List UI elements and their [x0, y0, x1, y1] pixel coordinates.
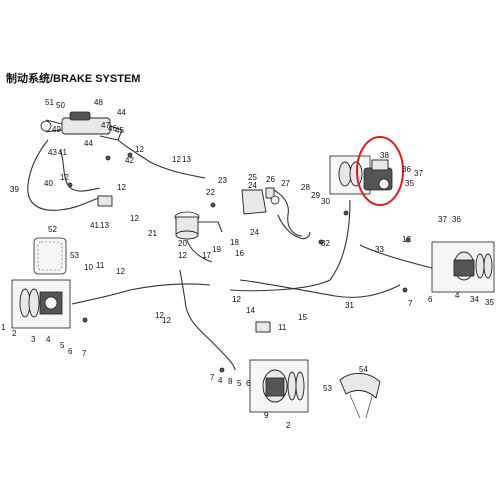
- connector-11: [255, 321, 271, 333]
- label-3: 3: [31, 335, 36, 344]
- label-12i: 12: [232, 295, 241, 304]
- label-20: 20: [178, 239, 187, 248]
- label-37: 37: [414, 169, 423, 178]
- label-15: 15: [298, 313, 307, 322]
- label-12c: 12: [117, 183, 126, 192]
- label-37b: 37: [438, 215, 447, 224]
- label-29: 29: [311, 191, 320, 200]
- label-27: 27: [281, 179, 290, 188]
- label-18: 18: [230, 238, 239, 247]
- fasteners: [67, 152, 411, 373]
- label-4b: 4: [218, 376, 223, 385]
- label-44b: 44: [84, 139, 93, 148]
- label-5: 5: [60, 341, 65, 350]
- label-35a: 35: [405, 179, 414, 188]
- label-43: 43: [48, 148, 57, 157]
- label-22: 22: [206, 188, 215, 197]
- label-41b: 41: [90, 221, 99, 230]
- label-38: 38: [380, 151, 389, 160]
- label-9: 9: [264, 411, 269, 420]
- label-41: 41: [58, 148, 67, 157]
- label-33: 33: [375, 245, 384, 254]
- caliper-left-upper-bracket: [97, 195, 113, 207]
- label-14: 14: [246, 306, 255, 315]
- label-8: 8: [228, 377, 233, 386]
- label-2b: 2: [286, 421, 291, 430]
- label-53b: 53: [323, 384, 332, 393]
- master-cylinder-38: [329, 155, 393, 195]
- label-11a: 11: [96, 261, 105, 270]
- label-7: 7: [82, 349, 87, 358]
- label-44: 44: [117, 108, 126, 117]
- label-23: 23: [218, 176, 227, 185]
- label-49: 49: [52, 125, 61, 134]
- label-36b: 36: [452, 215, 461, 224]
- label-48: 48: [94, 98, 103, 107]
- label-4: 4: [46, 335, 51, 344]
- label-50: 50: [56, 101, 65, 110]
- label-52: 52: [48, 225, 57, 234]
- caliper-cover-52: [33, 237, 67, 275]
- label-12d: 12: [172, 155, 181, 164]
- handlebar-master-cylinder: [40, 111, 123, 141]
- label-36: 36: [402, 165, 411, 174]
- label-17: 17: [202, 251, 211, 260]
- diagram-title: 制动系统/BRAKE SYSTEM: [6, 73, 141, 85]
- label-28: 28: [301, 183, 310, 192]
- label-12a: 12: [135, 145, 144, 154]
- label-12k: 12: [162, 316, 171, 325]
- bracket-54: [339, 373, 381, 419]
- label-4r: 4: [455, 291, 460, 300]
- label-12e: 12: [130, 214, 139, 223]
- label-12b: 12: [60, 173, 69, 182]
- brake-line-31: [229, 199, 433, 298]
- label-10: 10: [84, 263, 93, 272]
- brake-pedal-assembly: [241, 187, 311, 240]
- label-32: 32: [321, 239, 330, 248]
- label-16: 16: [235, 249, 244, 258]
- label-2: 2: [12, 329, 17, 338]
- label-12l: 12: [178, 251, 187, 260]
- label-51: 51: [45, 98, 54, 107]
- label-6r: 6: [428, 295, 433, 304]
- label-12g: 12: [155, 311, 164, 320]
- label-6b: 6: [246, 379, 251, 388]
- label-53a: 53: [70, 251, 79, 260]
- label-35b: 35: [485, 298, 494, 307]
- label-12f: 12: [116, 267, 125, 276]
- caliper-left-lower: [11, 279, 71, 329]
- label-13b: 13: [100, 221, 109, 230]
- label-6: 6: [68, 347, 73, 356]
- caliper-bottom: [249, 359, 309, 413]
- label-45: 45: [115, 126, 124, 135]
- label-7r: 7: [408, 299, 413, 308]
- label-21: 21: [148, 229, 157, 238]
- label-31: 31: [345, 301, 354, 310]
- label-1: 1: [1, 323, 6, 332]
- label-40: 40: [44, 179, 53, 188]
- label-42: 42: [125, 156, 134, 165]
- label-19: 19: [212, 245, 221, 254]
- brake-fluid-reservoir: [174, 211, 223, 263]
- label-13: 13: [182, 155, 191, 164]
- caliper-right: [431, 241, 495, 293]
- brake-line-12-left: [71, 269, 236, 371]
- label-54: 54: [359, 365, 368, 374]
- callout-labels: 51 50 48 44 49 47 46 45 44 43 41 12 42 4…: [1, 98, 494, 430]
- label-25: 25: [248, 173, 257, 182]
- label-34: 34: [470, 295, 479, 304]
- label-26: 26: [266, 175, 275, 184]
- label-24b: 24: [250, 228, 259, 237]
- label-24a: 24: [248, 181, 257, 190]
- label-11b: 11: [278, 323, 287, 332]
- label-7b: 7: [210, 373, 215, 382]
- label-5b: 5: [237, 379, 242, 388]
- label-46: 46: [108, 124, 117, 133]
- label-47: 47: [101, 121, 110, 130]
- label-39: 39: [10, 185, 19, 194]
- highlight-circle: [356, 136, 404, 206]
- label-30: 30: [321, 197, 330, 206]
